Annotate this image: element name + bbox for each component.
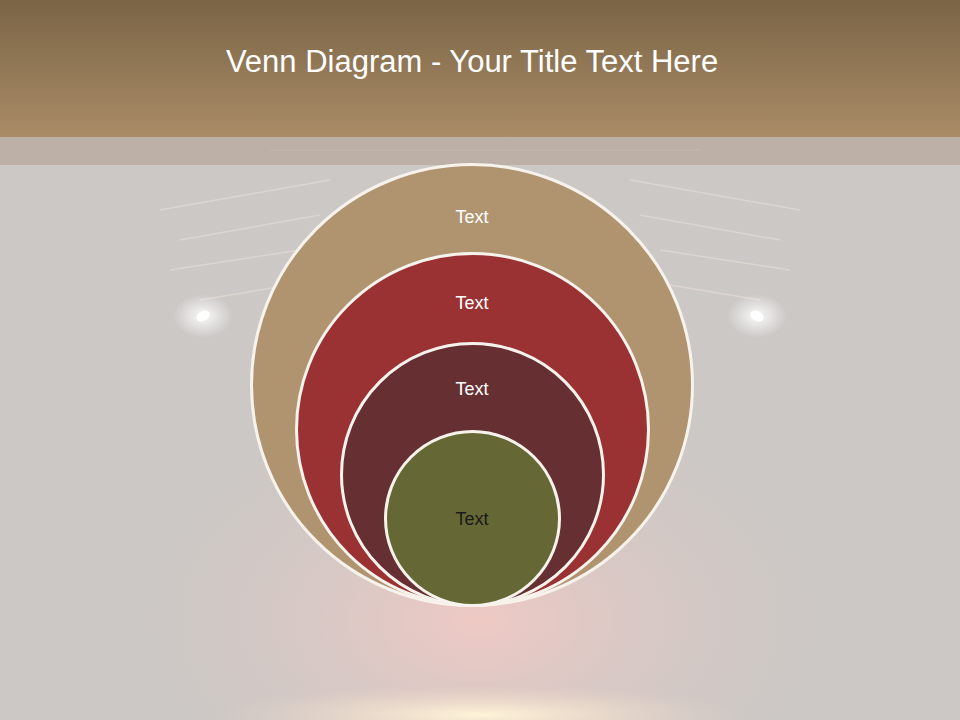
slide-title: Venn Diagram - Your Title Text Here (0, 40, 944, 84)
venn-circle: Text (384, 430, 561, 607)
circle-label: Text (250, 205, 694, 229)
venn-circle: TextText (340, 342, 605, 607)
venn-circle: TextTextTextText (250, 163, 694, 607)
circle-label: Text (295, 291, 650, 315)
venn-circle: TextTextText (295, 252, 650, 607)
circle-label: Text (340, 377, 605, 401)
circle-label: Text (384, 507, 561, 531)
circle-shape (252, 165, 693, 606)
